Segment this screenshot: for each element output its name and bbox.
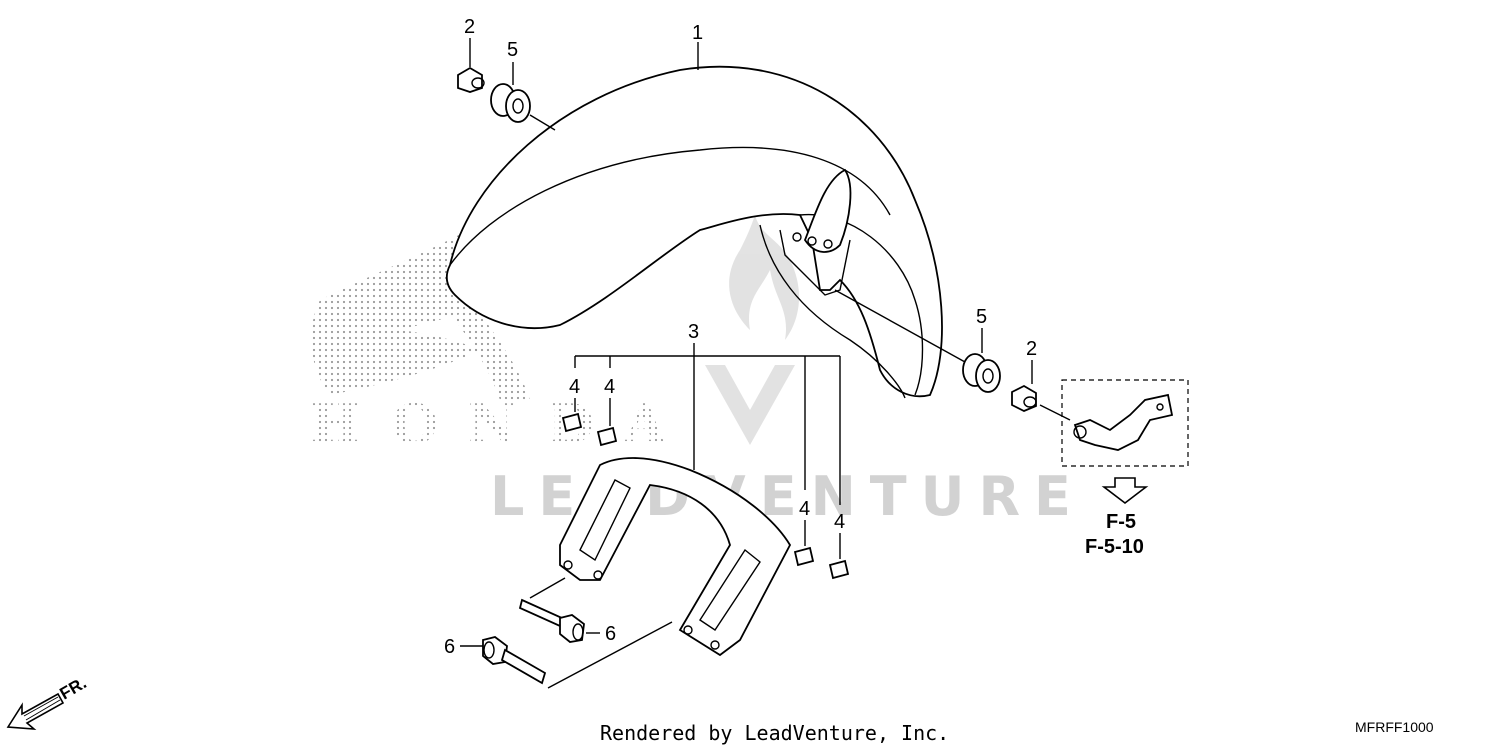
leader-line (547, 621, 673, 689)
callout-bracket (574, 343, 841, 559)
reference-bracket-box (1061, 379, 1189, 467)
leader-line (1039, 404, 1071, 421)
callout-6: 6 (444, 636, 455, 658)
leader-line (529, 577, 566, 599)
callout-2: 2 (464, 16, 475, 38)
reference-page-link[interactable]: F-5-10 (1085, 536, 1144, 558)
clip-nut (561, 412, 583, 433)
fender-brace (559, 457, 792, 657)
front-fender (445, 65, 943, 399)
svg-text:HONDA: HONDA (310, 392, 670, 456)
callout-5: 5 (976, 306, 987, 328)
callout-4: 4 (799, 498, 810, 520)
leader-line (529, 114, 556, 131)
clip-nut (793, 546, 815, 567)
callout-1: 1 (692, 22, 703, 44)
callout-2: 2 (1026, 338, 1037, 360)
callout-3: 3 (688, 321, 699, 343)
flange-bolt-lower (482, 636, 547, 685)
callout-4: 4 (604, 376, 615, 398)
flange-bolt-upper (518, 598, 585, 643)
grommet-right (962, 353, 1001, 393)
leader-line (834, 289, 966, 363)
honda-brand-text: HONDA (310, 392, 670, 456)
collar-right (1011, 384, 1037, 412)
callout-4: 4 (569, 376, 580, 398)
collar-upper (457, 66, 485, 93)
clip-nut (828, 559, 850, 580)
callout-5: 5 (507, 39, 518, 61)
reference-page-link[interactable]: F-5 (1106, 511, 1136, 533)
callout-6: 6 (605, 623, 616, 645)
reference-arrow (1101, 477, 1149, 505)
callout-4: 4 (834, 511, 845, 533)
footer-credit: Rendered by LeadVenture, Inc. (600, 721, 949, 745)
diagram-code: MFRFF1000 (1355, 719, 1434, 735)
front-direction-arrow (6, 692, 65, 730)
clip-nut (596, 426, 618, 447)
grommet-upper (490, 83, 531, 123)
